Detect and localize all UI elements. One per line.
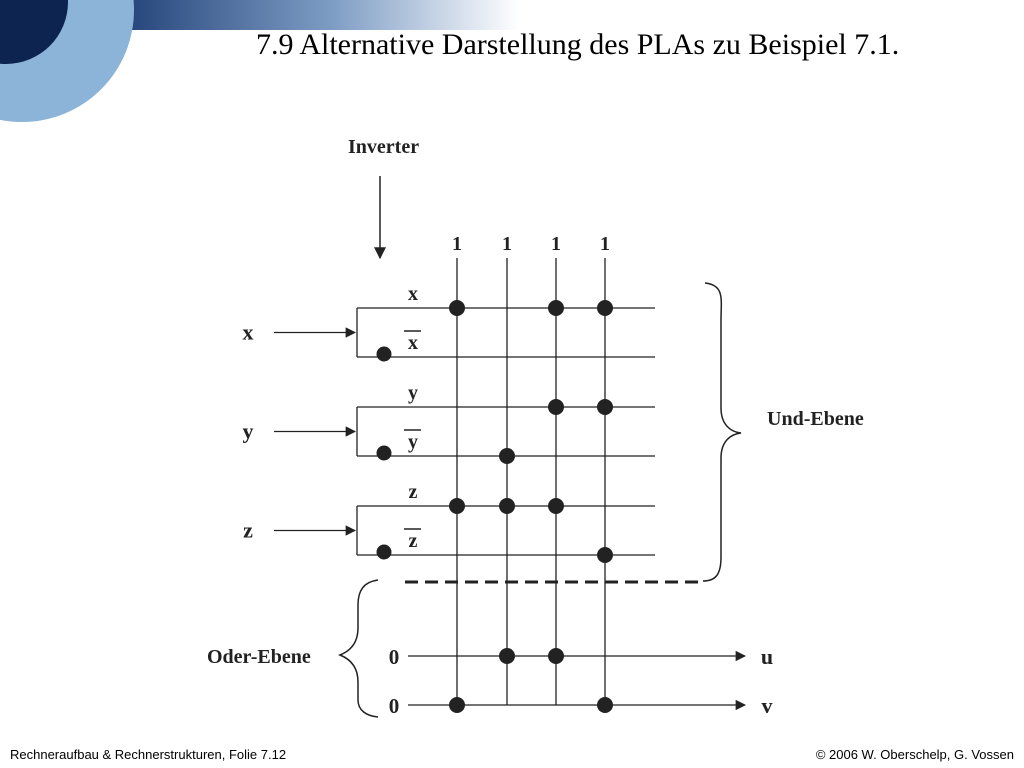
product-column-label: 1 [502, 233, 512, 255]
and-connection-dot [548, 399, 564, 415]
literal-label: y [408, 431, 418, 453]
literal-label: y [408, 382, 418, 404]
inverter-bubble [376, 346, 392, 362]
and-connection-dot [499, 498, 515, 514]
and-connection-dot [449, 498, 465, 514]
footer-course: Rechneraufbau & Rechnerstrukturen, Folie… [10, 747, 287, 762]
slide-title: 7.9 Alternative Darstellung des PLAs zu … [256, 28, 900, 61]
inverter-label: Inverter [348, 136, 419, 158]
input-label-y: y [243, 419, 254, 444]
or-connection-dot [597, 697, 613, 713]
und-ebene-brace [702, 282, 742, 582]
or-connection-dot [548, 648, 564, 664]
input-label-x: x [243, 320, 254, 345]
and-connection-dot [597, 399, 613, 415]
and-connection-dot [597, 547, 613, 563]
input-label-z: z [243, 518, 253, 543]
and-connection-dot [597, 300, 613, 316]
and-connection-dot [548, 498, 564, 514]
literal-label: x [408, 332, 418, 354]
output-label-u: u [761, 644, 773, 669]
oder-ebene-label: Oder-Ebene [207, 646, 311, 668]
or-row-value: 0 [389, 694, 400, 718]
product-column-label: 1 [551, 233, 561, 255]
corner-decoration [0, 0, 520, 122]
product-column-label: 1 [600, 233, 610, 255]
oder-ebene-brace [337, 579, 379, 718]
literal-label: z [409, 530, 418, 552]
literal-label: x [408, 283, 418, 305]
or-connection-dot [499, 648, 515, 664]
footer-copyright: © 2006 W. Oberschelp, G. Vossen [815, 747, 1014, 762]
or-connection-dot [449, 697, 465, 713]
output-label-v: v [762, 693, 773, 718]
and-connection-dot [499, 448, 515, 464]
product-column-label: 1 [452, 233, 462, 255]
and-connection-dot [548, 300, 564, 316]
literal-label: z [409, 481, 418, 503]
and-connection-dot [449, 300, 465, 316]
inverter-bubble [376, 445, 392, 461]
inverter-bubble [376, 544, 392, 560]
und-ebene-label: Und-Ebene [767, 408, 864, 430]
or-row-value: 0 [389, 645, 400, 669]
